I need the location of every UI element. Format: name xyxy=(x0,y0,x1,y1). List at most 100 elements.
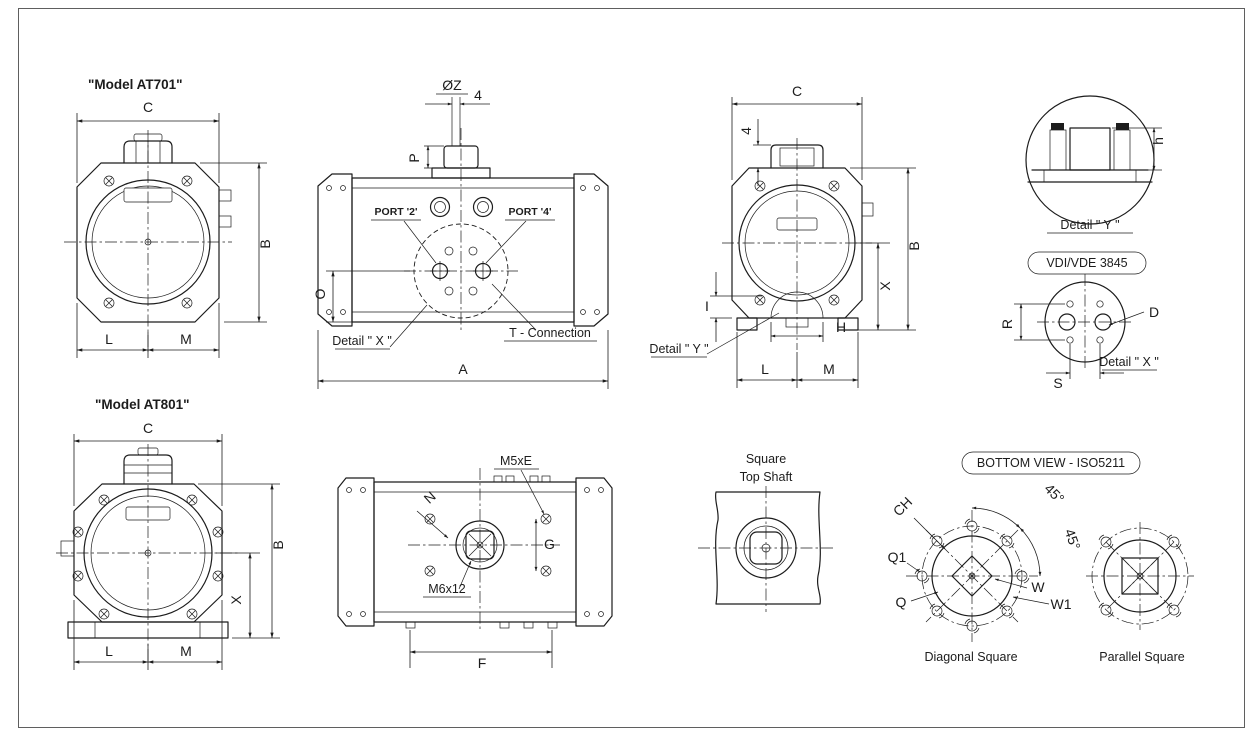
square-top-shaft-label-2: Top Shaft xyxy=(740,470,793,484)
bolt-icon xyxy=(181,297,193,309)
dim-G: G xyxy=(544,536,555,552)
dim-C: C xyxy=(143,420,153,436)
dim-C: C xyxy=(792,83,802,99)
top-shaft xyxy=(443,145,479,169)
dim-B: B xyxy=(257,239,273,248)
detail-y-bubble xyxy=(1025,95,1155,225)
dim-M: M xyxy=(180,331,192,347)
dim-X: X xyxy=(228,595,244,605)
dim-S: S xyxy=(1053,375,1062,391)
dim-45deg-2: 45° xyxy=(1062,527,1084,552)
at701-side-view: ØZ 4 P PORT '2' PORT '4' O Detail " xyxy=(312,77,609,389)
bolt-icon xyxy=(828,294,840,306)
port-2-label: PORT '2' xyxy=(375,206,418,218)
dim-Q1: Q1 xyxy=(888,549,907,565)
dim-W: W xyxy=(1031,579,1045,595)
dim-R: R xyxy=(999,319,1015,329)
dim-L: L xyxy=(105,331,113,347)
mount-hole-icon xyxy=(540,565,552,577)
broken-plate-outline xyxy=(714,491,822,605)
parallel-square-view: Parallel Square xyxy=(1086,522,1194,664)
dim-D: D xyxy=(1149,304,1159,320)
detail-y-caption: Detail " Y " xyxy=(1060,218,1119,232)
detail-x-caption: Detail " X " xyxy=(1099,355,1159,369)
bolt-icon xyxy=(103,297,115,309)
bolt-icon xyxy=(754,180,766,192)
dim-A: A xyxy=(458,361,468,377)
dim-X: X xyxy=(877,281,893,291)
detail-y-view: h Detail " Y " xyxy=(1025,95,1166,234)
dim-L: L xyxy=(105,643,113,659)
dim-M: M xyxy=(180,643,192,659)
bolt-icon xyxy=(186,494,198,506)
square-top-shaft-view: Square Top Shaft xyxy=(698,452,836,612)
vdi-vde-3845-view: VDI/VDE 3845 R D S Detail " X " xyxy=(999,251,1159,391)
parallel-square-caption: Parallel Square xyxy=(1099,650,1185,664)
detail-y-label: Detail " Y " xyxy=(649,342,708,356)
bolt-icon xyxy=(186,608,198,620)
shaft-section xyxy=(1069,127,1111,171)
cylinder-body xyxy=(373,481,577,623)
dim-H: H xyxy=(836,319,846,335)
at701-side-fitting xyxy=(218,189,232,202)
dim-I: I xyxy=(705,298,709,314)
m6x12-label: M6x12 xyxy=(428,582,466,596)
dim-M: M xyxy=(823,361,835,377)
cylinder-body xyxy=(351,177,575,323)
bottom-shaft-boss xyxy=(770,291,824,319)
dim-CH: CH xyxy=(890,494,916,520)
sheet-border xyxy=(18,8,1245,728)
port-4-hole xyxy=(472,196,494,218)
square-top-shaft-label-1: Square xyxy=(746,452,786,466)
dim-L: L xyxy=(761,361,769,377)
at801-bottom-view: M5xE N G M6x12 F xyxy=(337,454,613,671)
iso5211-bottom-view: BOTTOM VIEW - ISO5211 CH 45° 45° xyxy=(888,451,1194,664)
port-2-hole xyxy=(429,196,451,218)
vdi-vde-badge xyxy=(1027,251,1147,275)
dim-F: F xyxy=(478,655,487,671)
detail-x-label: Detail " X " xyxy=(332,334,392,348)
dim-N: N xyxy=(421,488,439,507)
iso5211-label: BOTTOM VIEW - ISO5211 xyxy=(977,456,1125,470)
at801-front-view: "Model AT801" C B X xyxy=(56,397,286,670)
at701-side-fitting xyxy=(218,215,232,228)
rear-side-fitting xyxy=(861,202,874,217)
dim-h: h xyxy=(1150,137,1166,145)
bolt-icon xyxy=(828,180,840,192)
dim-4: 4 xyxy=(474,87,482,103)
at801-base-flange xyxy=(67,621,229,639)
vdi-vde-label: VDI/VDE 3845 xyxy=(1046,256,1127,270)
diagonal-square-caption: Diagonal Square xyxy=(924,650,1017,664)
mount-hole-icon xyxy=(424,565,436,577)
model-at801-title: "Model AT801" xyxy=(95,397,190,412)
at701-front-view: "Model AT701" C B L M xyxy=(64,77,273,358)
port-4-label: PORT '4' xyxy=(509,206,552,218)
at801-side-fitting xyxy=(60,540,75,557)
t-connection-label: T - Connection xyxy=(509,326,591,340)
dim-B: B xyxy=(270,540,286,549)
model-at701-title: "Model AT701" xyxy=(88,77,183,92)
dim-C: C xyxy=(143,99,153,115)
diagonal-square-view: CH 45° 45° Q1 Q W W1 Diagonal Square xyxy=(888,480,1084,664)
left-end-cap xyxy=(337,477,375,627)
dim-phiZ: ØZ xyxy=(442,77,462,93)
iso5211-badge xyxy=(961,451,1141,475)
diagonal-drive-square xyxy=(951,555,993,597)
bolt-icon xyxy=(103,175,115,187)
bolt-icon xyxy=(98,608,110,620)
dim-W1: W1 xyxy=(1051,596,1072,612)
dim-Q: Q xyxy=(896,594,907,610)
left-end-cap xyxy=(317,173,353,327)
bolt-icon xyxy=(754,294,766,306)
dim-B: B xyxy=(906,241,922,250)
square-shaft xyxy=(749,531,783,565)
parallel-drive-square xyxy=(1121,557,1159,595)
bolt-icon xyxy=(98,494,110,506)
mount-hole-icon xyxy=(540,513,552,525)
right-end-cap xyxy=(575,477,613,627)
at701-rear-view: C 4 B X I H Detail " Y " L xyxy=(649,83,922,388)
m5xe-label: M5xE xyxy=(500,454,532,468)
dim-O: O xyxy=(312,288,328,299)
